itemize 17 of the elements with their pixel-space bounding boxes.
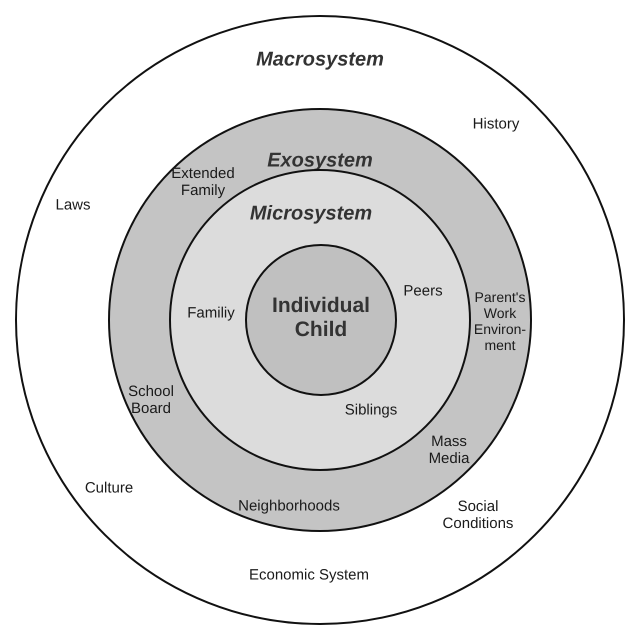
ring-title: Macrosystem bbox=[256, 48, 384, 72]
ring-title: Exosystem bbox=[267, 150, 373, 172]
factor-label: School Board bbox=[127, 382, 175, 418]
factor-label: Mass Media bbox=[428, 432, 470, 468]
factor-label: Parent's Work Environ- ment bbox=[472, 288, 528, 354]
factor-label: Culture bbox=[84, 479, 134, 497]
center-title: Individual Child bbox=[270, 294, 371, 342]
factor-label: Extended Family bbox=[170, 164, 236, 200]
factor-label: History bbox=[472, 115, 520, 133]
factor-label: Laws bbox=[55, 196, 91, 214]
factor-label: Peers bbox=[403, 282, 443, 300]
factor-label: Neighborhoods bbox=[238, 497, 340, 515]
factor-label: Social Conditions bbox=[442, 498, 514, 532]
ring-title: Microsystem bbox=[250, 202, 372, 226]
factor-label: Familiy bbox=[187, 304, 235, 322]
factor-label: Siblings bbox=[344, 401, 398, 419]
factor-label: Economic System bbox=[248, 566, 370, 584]
